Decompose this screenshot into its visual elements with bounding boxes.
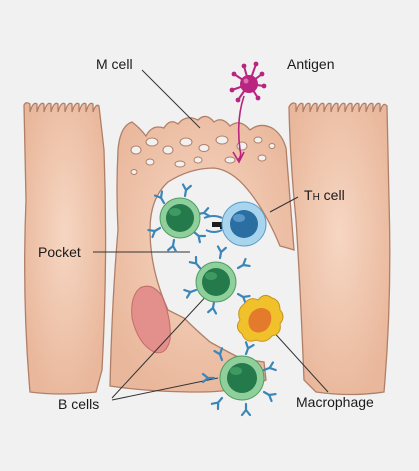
label-th-cell-sub: H xyxy=(312,192,320,203)
b-cell xyxy=(183,245,251,315)
label-antigen: Antigen xyxy=(287,56,335,72)
epithelial-cell-right xyxy=(288,102,391,396)
label-m-cell: M cell xyxy=(96,56,133,72)
label-macrophage: Macrophage xyxy=(296,394,374,410)
b-cell xyxy=(147,183,211,253)
antigen-icon xyxy=(229,61,267,164)
label-th-cell-suffix: cell xyxy=(319,187,345,203)
label-th-cell-main: T xyxy=(304,187,313,203)
macrophage xyxy=(236,294,284,342)
leader-lines xyxy=(93,69,329,401)
epithelial-nucleus xyxy=(131,285,171,354)
label-pocket: Pocket xyxy=(38,244,81,260)
label-th-cell: TH cell xyxy=(304,187,345,206)
b-cell xyxy=(201,341,277,417)
m-cell-vesicles xyxy=(130,135,276,175)
label-b-cells: B cells xyxy=(58,396,100,412)
epithelial-cell-left xyxy=(23,102,107,395)
th-cell xyxy=(203,201,267,247)
